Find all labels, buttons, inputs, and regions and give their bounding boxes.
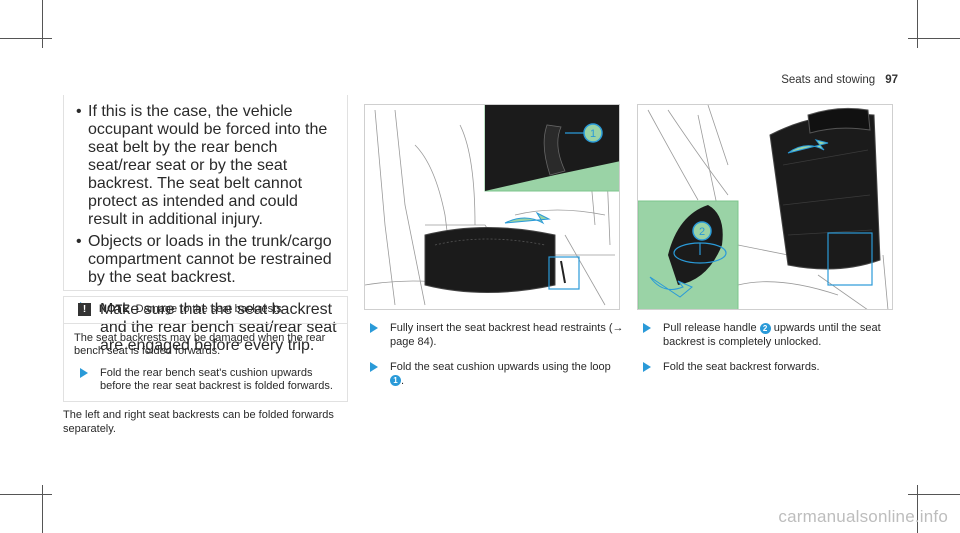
- callout-number: 2: [759, 322, 771, 334]
- list-item: Objects or loads in the trunk/cargo comp…: [74, 233, 337, 287]
- step-arrow-icon: [643, 323, 651, 333]
- note-header: ! NOTE Damage to the seat backrests: [64, 297, 347, 324]
- callout-2: 2: [699, 226, 705, 238]
- step-text: Fully insert the seat backrest head rest…: [390, 322, 624, 348]
- crop-mark: [0, 494, 52, 495]
- figure-seat-backrest: 2: [637, 104, 893, 310]
- watermark[interactable]: carmanualsonline.info: [778, 507, 948, 526]
- step-text: Fold the rear bench seat's cushion upwar…: [100, 366, 333, 393]
- note-text: The seat backrests may be damaged when t…: [74, 331, 326, 358]
- note-subtitle: Damage to the seat backrests: [135, 303, 282, 315]
- crop-mark: [42, 485, 43, 533]
- crop-mark: [917, 485, 918, 533]
- step-text: Pull release handle: [663, 322, 757, 334]
- warning-continuation: If this is the case, the vehicle occupan…: [63, 95, 348, 354]
- seat-backrest-illustration: 2: [638, 105, 889, 309]
- instruction-step: Fold the seat cushion upwards using the …: [364, 361, 624, 388]
- step-arrow-icon: [643, 362, 651, 372]
- callout-number: 1: [390, 375, 401, 387]
- step-text: Fold the seat backrest forwards.: [663, 361, 820, 373]
- crop-mark: [908, 38, 960, 39]
- note-body: The seat backrests may be damaged when t…: [64, 324, 347, 394]
- crop-mark: [908, 494, 960, 495]
- crop-mark: [917, 0, 918, 48]
- crop-mark: [0, 38, 52, 39]
- step-text: Fold the seat cushion upwards using the …: [390, 361, 611, 373]
- step-text-end: .: [401, 374, 405, 387]
- page-number: 97: [885, 74, 898, 86]
- callout-1: 1: [590, 128, 596, 140]
- page-header: Seats and stowing 97: [781, 74, 898, 86]
- note-box: ! NOTE Damage to the seat backrests The …: [63, 296, 348, 402]
- list-item: If this is the case, the vehicle occupan…: [74, 103, 337, 229]
- instruction-step: Fold the rear bench seat's cushion upwar…: [74, 367, 337, 394]
- step-arrow-icon: [80, 367, 88, 378]
- middle-steps: Fully insert the seat backrest head rest…: [364, 322, 624, 400]
- paragraph: The left and right seat backrests can be…: [63, 409, 334, 435]
- step-text: upwards until the seat backrest is compl…: [663, 322, 881, 348]
- right-steps: Pull release handle 2 upwards until the …: [637, 322, 897, 387]
- note-title: NOTE: [99, 303, 130, 315]
- instruction-step: Fully insert the seat backrest head rest…: [364, 322, 624, 349]
- instruction-step: Pull release handle 2 upwards until the …: [637, 322, 897, 349]
- step-arrow-icon: [370, 323, 378, 333]
- crop-mark: [42, 0, 43, 48]
- section-title: Seats and stowing: [781, 74, 876, 86]
- step-arrow-icon: [370, 362, 378, 372]
- warning-icon: !: [78, 303, 91, 317]
- figure-seat-cushion: 1: [364, 104, 620, 310]
- seat-cushion-illustration: 1: [365, 105, 619, 306]
- instruction-step: Fold the seat backrest forwards.: [637, 361, 897, 375]
